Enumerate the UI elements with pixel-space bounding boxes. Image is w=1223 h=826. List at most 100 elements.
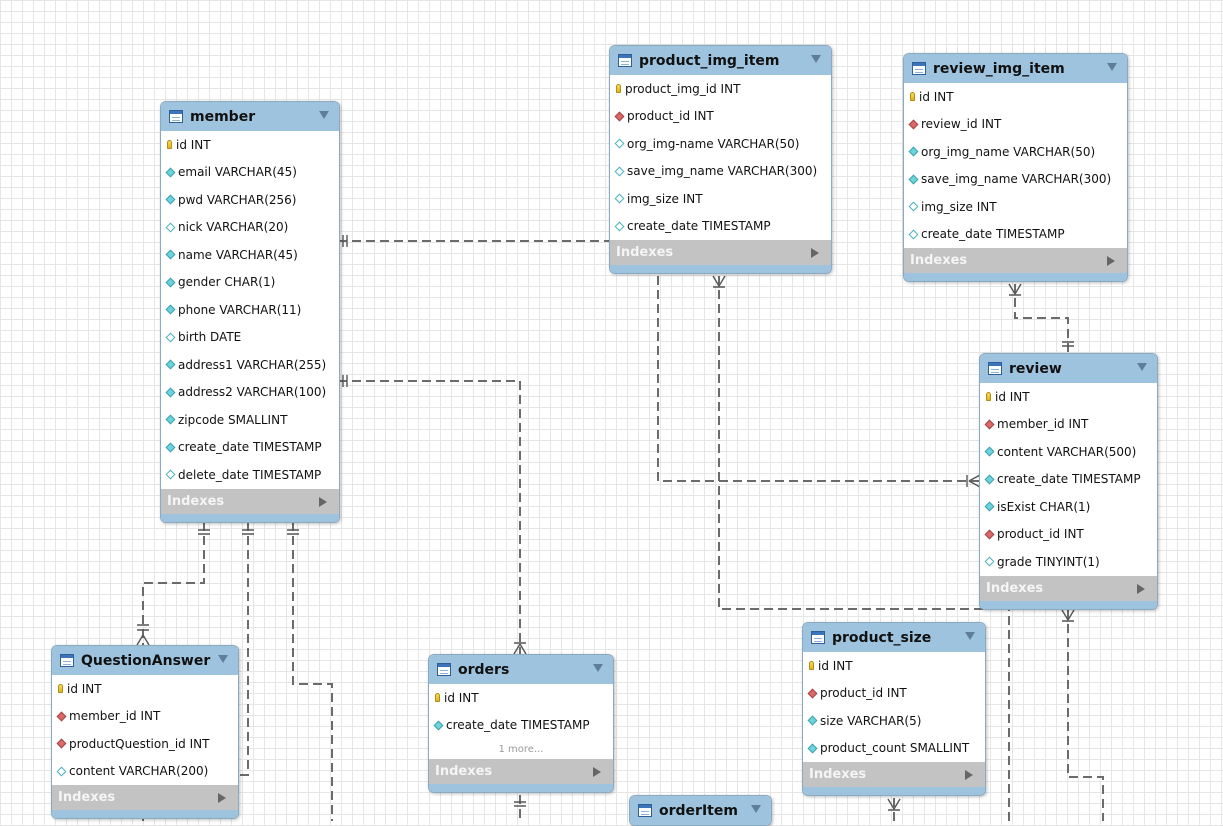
table-name: product_size [832, 629, 932, 646]
expand-arrow-icon[interactable] [965, 770, 973, 780]
not-null-column-icon [165, 304, 176, 315]
table-icon [169, 110, 183, 123]
column-row[interactable]: pwd VARCHAR(256) [161, 186, 339, 214]
table-header[interactable]: orders [429, 655, 613, 684]
column-row[interactable]: org_img-name VARCHAR(50) [610, 130, 831, 158]
column-row[interactable]: create_date TIMESTAMP [429, 712, 613, 740]
nullable-column-icon [165, 469, 176, 480]
column-row[interactable]: content VARCHAR(500) [980, 438, 1157, 466]
column-row[interactable]: name VARCHAR(45) [161, 241, 339, 269]
not-null-column-icon [433, 720, 444, 731]
indexes-section[interactable]: Indexes [52, 785, 238, 810]
nullable-column-icon [165, 332, 176, 343]
expand-arrow-icon[interactable] [319, 496, 327, 507]
expand-arrow-icon[interactable] [811, 248, 819, 258]
table-orderItem[interactable]: orderItem [629, 795, 772, 826]
relationship-member-line-3[interactable] [292, 522, 333, 821]
indexes-section[interactable]: Indexes [161, 488, 339, 514]
column-row[interactable]: id INT [52, 675, 238, 703]
column-row[interactable]: productQuestion_id INT [52, 730, 238, 758]
column-row[interactable]: org_img_name VARCHAR(50) [904, 138, 1127, 166]
table-menu-icon[interactable] [1107, 63, 1117, 71]
column-row[interactable]: delete_date TIMESTAMP [161, 461, 339, 489]
table-header[interactable]: review_img_item [904, 54, 1127, 83]
column-row[interactable]: product_count SMALLINT [803, 735, 985, 763]
more-columns-label[interactable]: 1 more... [498, 743, 544, 755]
expand-arrow-icon[interactable] [1137, 583, 1145, 594]
column-row[interactable]: create_date TIMESTAMP [904, 221, 1127, 249]
column-row[interactable]: id INT [980, 383, 1157, 411]
column-row[interactable]: member_id INT [52, 703, 238, 731]
table-header[interactable]: member [161, 102, 339, 131]
expand-arrow-icon[interactable] [218, 793, 226, 803]
table-icon [811, 631, 825, 644]
column-row[interactable]: save_img_name VARCHAR(300) [610, 158, 831, 186]
column-row[interactable]: product_id INT [980, 521, 1157, 549]
column-row[interactable]: create_date TIMESTAMP [161, 434, 339, 462]
column-row[interactable]: product_id INT [610, 103, 831, 131]
table-header[interactable]: orderItem [630, 796, 771, 825]
column-row[interactable]: gender CHAR(1) [161, 269, 339, 297]
table-header[interactable]: review [980, 354, 1157, 383]
expand-arrow-icon[interactable] [1107, 256, 1115, 266]
table-footer [980, 600, 1157, 609]
table-header[interactable]: product_img_item [610, 46, 831, 75]
column-row[interactable]: id INT [904, 83, 1127, 111]
column-row[interactable]: review_id INT [904, 111, 1127, 139]
column-row[interactable]: birth DATE [161, 324, 339, 352]
indexes-section[interactable]: Indexes [980, 575, 1157, 601]
relationship-review-down[interactable] [1067, 610, 1104, 821]
column-row[interactable]: address1 VARCHAR(255) [161, 351, 339, 379]
table-menu-icon[interactable] [965, 632, 975, 640]
column-row[interactable]: address2 VARCHAR(100) [161, 379, 339, 407]
column-row[interactable]: product_img_id INT [610, 75, 831, 103]
table-header[interactable]: product_size [803, 623, 985, 652]
column-row[interactable]: id INT [161, 131, 339, 159]
table-menu-icon[interactable] [593, 664, 603, 672]
relationship-product-img-item-review[interactable] [657, 276, 980, 482]
column-row[interactable]: grade TINYINT(1) [980, 548, 1157, 576]
expand-arrow-icon[interactable] [593, 767, 601, 777]
nullable-column-icon [984, 556, 995, 567]
column-row[interactable]: save_img_name VARCHAR(300) [904, 166, 1127, 194]
relationship-member-orders[interactable] [338, 380, 521, 654]
nullable-column-icon [908, 229, 919, 240]
table-header[interactable]: QuestionAnswer [52, 646, 238, 675]
table-menu-icon[interactable] [218, 655, 228, 663]
indexes-section[interactable]: Indexes [904, 248, 1127, 273]
column-row[interactable]: id INT [803, 652, 985, 680]
column-row[interactable]: isExist CHAR(1) [980, 493, 1157, 521]
column-row[interactable]: product_id INT [803, 680, 985, 708]
indexes-section[interactable]: Indexes [429, 759, 613, 784]
column-row[interactable]: member_id INT [980, 411, 1157, 439]
relationship-member-questionanswer[interactable] [142, 522, 205, 645]
column-row[interactable]: nick VARCHAR(20) [161, 214, 339, 242]
column-row[interactable]: phone VARCHAR(11) [161, 296, 339, 324]
nullable-column-icon [908, 201, 919, 212]
column-row[interactable]: create_date TIMESTAMP [610, 213, 831, 241]
indexes-section[interactable]: Indexes [803, 762, 985, 787]
table-menu-icon[interactable] [811, 55, 821, 63]
relationship-review-img-item-review[interactable] [1014, 284, 1069, 353]
column-row[interactable]: id INT [429, 684, 613, 712]
column-row[interactable]: img_size INT [610, 185, 831, 213]
column-row[interactable]: zipcode SMALLINT [161, 406, 339, 434]
column-row[interactable]: email VARCHAR(45) [161, 159, 339, 187]
column-row[interactable]: content VARCHAR(200) [52, 758, 238, 786]
table-menu-icon[interactable] [1137, 363, 1147, 371]
column-row[interactable]: size VARCHAR(5) [803, 707, 985, 735]
table-menu-icon[interactable] [319, 111, 329, 119]
column-row[interactable]: img_size INT [904, 193, 1127, 221]
indexes-section[interactable]: Indexes [610, 240, 831, 265]
column-label: member_id INT [69, 709, 161, 724]
table-menu-icon[interactable] [751, 805, 761, 813]
nullable-column-icon [56, 766, 67, 777]
column-row[interactable]: create_date TIMESTAMP [980, 466, 1157, 494]
